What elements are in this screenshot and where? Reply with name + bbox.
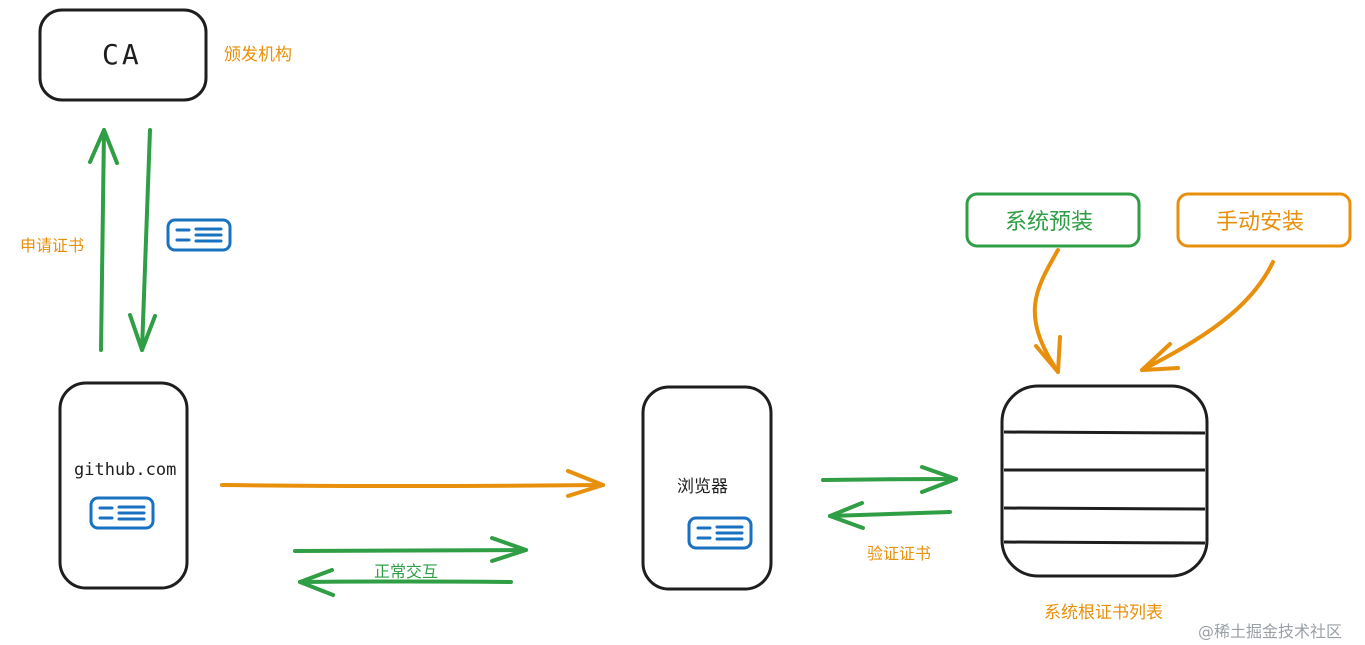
watermark: @稀土掘金技术社区 <box>1198 622 1343 641</box>
manual-label: 手动安装 <box>1216 210 1305 235</box>
browser-box <box>641 385 773 591</box>
certificate-icon <box>89 496 155 530</box>
normal-interaction-label: 正常交互 <box>374 562 439 581</box>
ca-label: CA <box>102 38 142 71</box>
verify-cert-label: 验证证书 <box>867 544 932 563</box>
arrow-preinstalled-to-store <box>1032 248 1062 374</box>
manual-box <box>1176 192 1352 248</box>
arrow-server-to-browser <box>220 469 605 498</box>
root-store-caption: 系统根证书列表 <box>1044 603 1163 623</box>
certificate-icon <box>166 218 232 252</box>
browser-label: 浏览器 <box>677 477 728 497</box>
arrow-interaction-right <box>293 536 528 563</box>
server-box <box>58 381 189 590</box>
server-label: github.com <box>74 460 177 480</box>
arrow-manual-to-store <box>1140 260 1275 372</box>
arrow-verify-right <box>821 465 958 494</box>
arrow-interaction-left <box>298 568 513 597</box>
preinstalled-label: 系统预装 <box>1005 210 1094 235</box>
arrow-issue-cert <box>128 128 157 352</box>
root-store-box <box>1000 384 1209 578</box>
ca-box <box>38 8 208 102</box>
preinstalled-box <box>965 192 1141 248</box>
apply-cert-label: 申请证书 <box>20 236 85 255</box>
arrow-verify-left <box>828 501 952 530</box>
certificate-icon <box>687 516 753 550</box>
ca-note: 颁发机构 <box>224 45 292 65</box>
arrow-apply-cert <box>88 128 119 352</box>
